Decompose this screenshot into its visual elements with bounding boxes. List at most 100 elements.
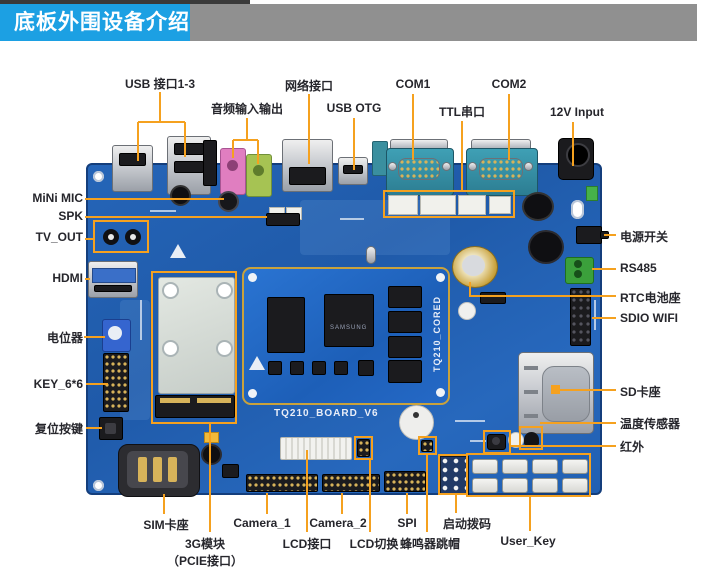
buzzer-hole: [413, 412, 419, 418]
sd-card-slot-line: [524, 366, 538, 370]
power-switch-lever: [600, 231, 609, 239]
label-camera-1: Camera_1: [233, 516, 291, 530]
user-key-button: [472, 478, 498, 493]
smd-component: [312, 361, 326, 375]
com1-screw: [442, 162, 451, 171]
label-infrared: 红外: [620, 440, 645, 454]
esd-logo: [249, 356, 265, 370]
pcie-connector-pins: [197, 398, 231, 403]
sdio-wifi-header: [570, 288, 591, 346]
label-pcie-note: （PCIE接口）: [166, 554, 244, 568]
silkscreen-mark: [150, 210, 176, 212]
usb-port-slot: [119, 153, 146, 166]
ddr-chip: [388, 336, 422, 358]
label-boot-dip: 启动拨码: [442, 517, 492, 531]
label-buzzer-jumper: 蜂鸣器跳帽: [399, 537, 461, 551]
label-tv-out: TV_OUT: [35, 230, 83, 244]
rs485-terminal-hole: [574, 270, 582, 278]
com2-screw: [468, 162, 477, 171]
com1-screw: [388, 162, 397, 171]
label-rtc-battery: RTC电池座: [620, 291, 681, 305]
user-key-button: [472, 459, 498, 474]
silkscreen-mark: [340, 218, 364, 220]
pcie-plate-hole: [162, 282, 179, 299]
ttl-connector: [458, 195, 486, 215]
label-mini-mic: MiNi MIC: [32, 191, 83, 205]
user-key-button: [502, 459, 528, 474]
capacitor-black: [170, 185, 191, 206]
label-sim-slot: SIM卡座: [143, 518, 189, 532]
lcd-switch-header: [357, 439, 370, 457]
spi-connector: [384, 471, 426, 492]
ic-chip: [266, 213, 300, 226]
led-green: [586, 186, 598, 201]
potentiometer-screw: [108, 326, 122, 340]
silkscreen-mark: [470, 440, 486, 442]
smd-component: [268, 361, 282, 375]
ic-chip: [222, 464, 239, 478]
audio-jack-green-hole: [253, 165, 264, 176]
sim-contacts: [153, 457, 162, 482]
dc-power-jack-barrel: [566, 143, 590, 167]
mounting-hole: [93, 480, 104, 491]
ddr-chip: [388, 286, 422, 308]
tantalum-cap: [204, 432, 219, 443]
label-usb1-3: USB 接口1-3: [124, 77, 196, 91]
label-audio-io: 音频输入输出: [210, 102, 284, 116]
label-3g-module: 3G模块: [184, 537, 226, 551]
sd-card-slot-line: [524, 390, 538, 394]
camera2-connector: [322, 474, 380, 492]
core-screw: [248, 273, 257, 282]
crystal: [366, 246, 376, 264]
title-banner: 底板外围设备介绍: [0, 4, 190, 41]
ddr-chip: [388, 360, 422, 383]
com2-screw: [524, 162, 533, 171]
header-gray-bar: [190, 4, 697, 41]
nand-flash-chip: [267, 297, 305, 353]
page-title: 底板外围设备介绍: [14, 11, 190, 34]
smd-component: [334, 361, 348, 375]
silkscreen-mark: [140, 300, 142, 340]
rtc-battery-holder-inner: [462, 255, 485, 276]
user-key-button: [562, 459, 588, 474]
label-power-switch: 电源开关: [620, 230, 669, 244]
label-com1: COM1: [395, 77, 431, 91]
temp-sensor: [524, 432, 539, 445]
boot-dip-switch: [440, 456, 469, 495]
label-spi: SPI: [397, 516, 417, 530]
lcd-fpc-connector: [280, 437, 352, 460]
sim-contacts: [168, 457, 177, 482]
usb-port-slot: [174, 143, 204, 155]
label-usb-otg: USB OTG: [326, 101, 382, 115]
baseboard-silkscreen: TQ210_BOARD_V6: [274, 408, 379, 419]
com2-db9-dsub: [479, 158, 523, 180]
sim-contacts: [138, 457, 147, 482]
label-lcd-port: LCD接口: [282, 537, 332, 551]
capacitor-black: [522, 192, 554, 221]
com1-db9-dsub: [398, 158, 440, 180]
core-board-silkscreen: TQ210_CORED: [432, 295, 442, 372]
smd-component: [290, 361, 304, 375]
esd-logo: [170, 244, 186, 258]
label-sd-slot: SD卡座: [620, 385, 661, 399]
label-user-key: User_Key: [500, 534, 556, 548]
cpu-chip: [324, 294, 374, 347]
usb-otg-slot: [343, 165, 363, 174]
key6x6-header: [103, 353, 129, 412]
mounting-hole: [571, 200, 584, 219]
user-key-button: [532, 478, 558, 493]
power-switch-body: [576, 226, 602, 244]
label-camera-2: Camera_2: [309, 516, 367, 530]
label-ttl-uart: TTL串口: [439, 105, 485, 119]
label-rs485: RS485: [620, 261, 657, 275]
label-spk: SPK: [58, 209, 83, 223]
pcie-plate-hole: [162, 340, 179, 357]
smd-component: [358, 360, 374, 376]
core-screw: [248, 389, 257, 398]
ttl-connector: [489, 196, 511, 214]
label-12v-input: 12V Input: [549, 105, 605, 119]
mounting-hole: [93, 171, 104, 182]
hdmi-connector-face: [92, 268, 136, 283]
mic-component: [218, 191, 239, 212]
